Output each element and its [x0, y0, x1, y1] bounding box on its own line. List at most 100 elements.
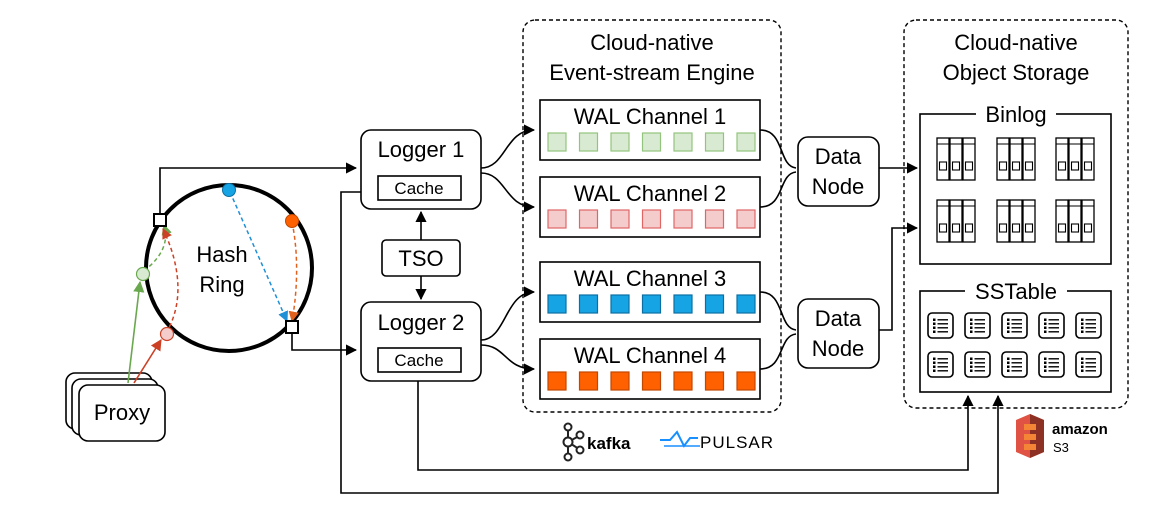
- object-storage-panel: Cloud-native Object Storage: [903, 19, 1129, 409]
- binlog-segment-icon: [1055, 199, 1095, 243]
- wal-channel-4: WAL Channel 4: [539, 338, 761, 400]
- logger-1-label: Logger 1: [378, 137, 465, 162]
- sstable-label: SSTable: [975, 279, 1057, 304]
- data-node-1: Data Node: [797, 136, 880, 207]
- sstable-box: SSTable: [919, 279, 1112, 393]
- data-node-2: Data Node: [797, 298, 880, 369]
- svg-text:Data: Data: [815, 306, 862, 331]
- wal-channel-3: WAL Channel 3: [539, 261, 761, 323]
- wal-log-entry: [641, 132, 662, 152]
- wal-log-entry: [704, 132, 725, 152]
- wal-log-entry: [641, 294, 662, 314]
- binlog-segment-icon: [936, 199, 976, 243]
- wal-log-entry: [547, 209, 567, 229]
- sstable-file-icon: [1001, 312, 1028, 339]
- wal-log-entry: [610, 132, 630, 152]
- ring-point-green: [135, 266, 151, 282]
- logger-2-label: Logger 2: [378, 310, 465, 335]
- stream-title-line1: Cloud-native: [590, 30, 714, 55]
- wal-log-entry: [610, 371, 630, 391]
- storage-title-line2: Object Storage: [943, 60, 1090, 85]
- ring-point-pink: [159, 326, 175, 342]
- storage-title-line1: Cloud-native: [954, 30, 1078, 55]
- s3-text: S3: [1053, 440, 1069, 455]
- wal-log-entry: [578, 371, 599, 391]
- logger-1: Logger 1 Cache: [360, 129, 482, 210]
- ring-logger-1-point: [153, 213, 167, 227]
- hash-ring-label-line1: Hash: [196, 242, 247, 267]
- pulsar-icon: [660, 430, 698, 448]
- wal-log-entry: [704, 209, 725, 229]
- wal-log-entry: [610, 209, 630, 229]
- ring-logger-wires: [159, 162, 358, 356]
- binlog-segment-icon: [996, 199, 1036, 243]
- event-stream-engine-panel: Cloud-native Event-stream Engine: [522, 19, 782, 413]
- svg-text:Node: Node: [812, 336, 865, 361]
- wal-log-entry: [673, 132, 693, 152]
- ring-point-blue: [222, 183, 236, 197]
- wal-log-entry: [547, 132, 567, 152]
- sstable-file-icon: [1075, 312, 1102, 339]
- binlog-label: Binlog: [985, 102, 1046, 127]
- sstable-file-icon: [1075, 351, 1102, 378]
- sstable-file-icon: [964, 312, 991, 339]
- wal-log-entry: [673, 294, 693, 314]
- wal-log-entry: [704, 371, 725, 391]
- binlog-box: Binlog: [919, 102, 1112, 265]
- svg-text:Node: Node: [812, 174, 865, 199]
- proxy-stack: Proxy: [65, 280, 166, 442]
- hash-ring-label-line2: Ring: [199, 272, 244, 297]
- tso-box: TSO: [381, 210, 461, 301]
- wal-log-entry: [641, 371, 662, 391]
- wal-channel-2-label: WAL Channel 2: [574, 181, 726, 206]
- ring-point-orange: [285, 214, 299, 228]
- sstable-file-icon: [927, 312, 954, 339]
- wal-log-entry: [547, 294, 567, 314]
- wal-channel-3-label: WAL Channel 3: [574, 266, 726, 291]
- binlog-segment-icon: [996, 137, 1036, 181]
- sstable-file-icon: [927, 351, 954, 378]
- wal-log-entry: [641, 209, 662, 229]
- kafka-logo: kafka: [562, 422, 631, 462]
- wal-log-entry: [578, 209, 599, 229]
- wal-log-entry: [736, 371, 756, 391]
- binlog-segment-icon: [1055, 137, 1095, 181]
- wal-log-entry: [547, 371, 567, 391]
- wal-log-entry: [578, 132, 599, 152]
- kafka-text: kafka: [587, 434, 631, 453]
- wal-log-entry: [610, 294, 630, 314]
- wal-log-entry: [736, 132, 756, 152]
- channel-datanode-wires: [759, 129, 797, 370]
- wal-channel-1: WAL Channel 1: [539, 99, 761, 161]
- kafka-icon: [562, 422, 585, 462]
- stream-title-line2: Event-stream Engine: [549, 60, 754, 85]
- wal-log-entry: [673, 209, 693, 229]
- wal-log-entry: [704, 294, 725, 314]
- binlog-segment-icon: [936, 137, 976, 181]
- hash-ring: Hash Ring: [135, 183, 314, 353]
- tso-label: TSO: [398, 246, 443, 271]
- ring-logger-2-point: [285, 320, 299, 334]
- proxy-label: Proxy: [94, 400, 150, 425]
- wal-log-entry: [736, 294, 756, 314]
- wal-log-entry: [736, 209, 756, 229]
- datanode-binlog-wires: [879, 162, 919, 331]
- pulsar-text: PULSAR: [700, 433, 774, 452]
- logger-2: Logger 2 Cache: [360, 301, 482, 382]
- storage-feedback-wires: [340, 191, 1004, 494]
- wal-channels: WAL Channel 1 WAL Channel 2 WAL Channel 3 W…: [539, 99, 761, 400]
- wal-channel-2: WAL Channel 2: [539, 176, 761, 238]
- wal-log-entry: [673, 371, 693, 391]
- sstable-file-icon: [964, 351, 991, 378]
- logger-2-cache: Cache: [394, 351, 443, 370]
- logger-channel-wires: [480, 124, 536, 375]
- wal-log-entry: [578, 294, 599, 314]
- logger-1-cache: Cache: [394, 179, 443, 198]
- sstable-file-icon: [1038, 351, 1065, 378]
- sstable-file-icon: [1001, 351, 1028, 378]
- amazon-text: amazon: [1052, 421, 1108, 438]
- sstable-file-icon: [1038, 312, 1065, 339]
- wal-channel-1-label: WAL Channel 1: [574, 104, 726, 129]
- s3-bucket-icon: [1016, 414, 1044, 458]
